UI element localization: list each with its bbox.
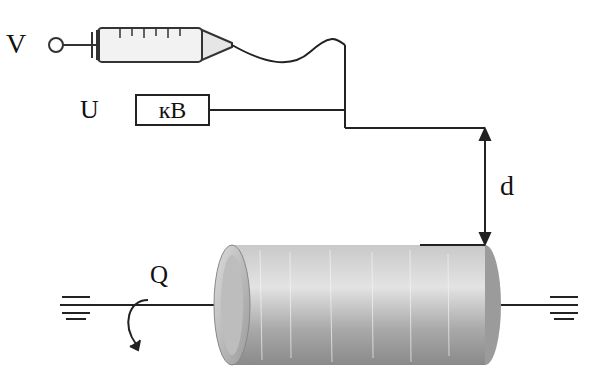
ground-symbol [550,297,578,319]
voltage-source-box: кВ [135,94,210,126]
symbol-label: Q [150,262,168,287]
symbol-label: V [6,30,26,58]
wire [210,39,485,245]
symbol-label: U [80,97,99,123]
dimension-line [480,129,490,244]
ground-symbol [62,297,90,319]
syringe [49,28,232,62]
collector-drum [214,245,501,365]
rotation-arrow [128,300,148,350]
symbol-label: d [500,172,514,200]
unit-label: кВ [159,98,187,122]
shaft [60,304,232,306]
